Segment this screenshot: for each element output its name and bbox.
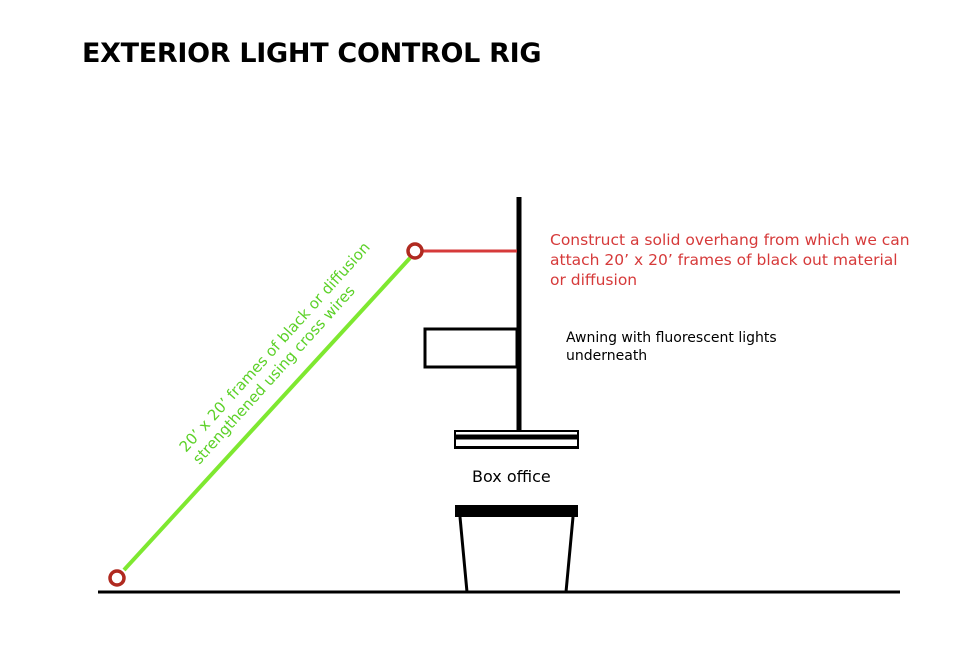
- frames-annotation: 20’ x 20’ frames of black or diffusionst…: [176, 238, 387, 467]
- counter-top: [455, 505, 578, 517]
- top-anchor-point: [406, 242, 424, 260]
- awning-line-2: underneath: [566, 348, 647, 364]
- awning: [423, 327, 519, 369]
- counter-base-right: [564, 516, 575, 593]
- overhang-line-1: Construct a solid overhang from which we…: [550, 231, 910, 249]
- frames-line-2: strengthened using cross wires: [189, 282, 359, 468]
- frames-line-1: 20’ x 20’ frames of black or diffusion: [176, 238, 374, 455]
- overhang-line-3: or diffusion: [550, 271, 637, 289]
- box-office-label: Box office: [472, 467, 551, 486]
- counter-base: [458, 516, 469, 593]
- overhang-annotation: Construct a solid overhang from which we…: [550, 231, 910, 289]
- awning-annotation: Awning with fluorescent lights underneath: [566, 330, 777, 364]
- awning-line-1: Awning with fluorescent lights: [566, 330, 777, 346]
- overhang-line-2: attach 20’ x 20’ frames of black out mat…: [550, 251, 898, 269]
- ground-anchor-point: [108, 569, 126, 587]
- page-title: EXTERIOR LIGHT CONTROL RIG: [82, 38, 542, 69]
- frame-diagonal: [122, 256, 412, 572]
